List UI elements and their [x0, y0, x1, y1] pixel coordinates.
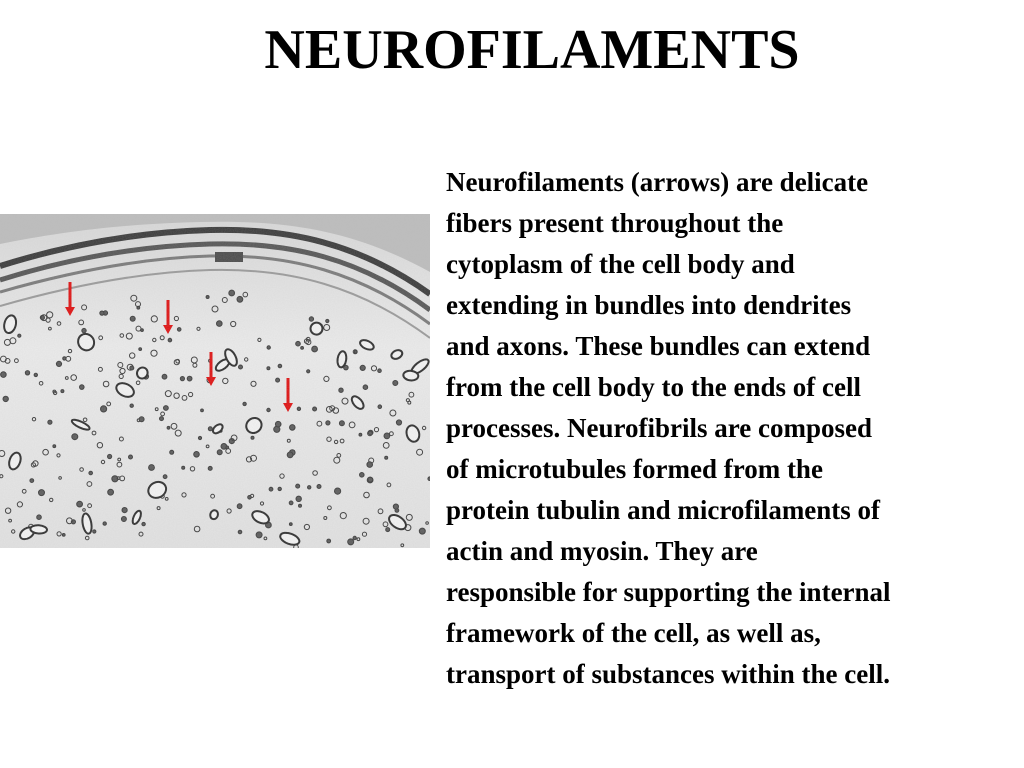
- slide-title: NEUROFILAMENTS: [264, 19, 800, 81]
- film-grain: [0, 214, 430, 548]
- electron-micrograph: [0, 214, 430, 548]
- body-text: Neurofilaments (arrows) are delicate fib…: [446, 167, 891, 689]
